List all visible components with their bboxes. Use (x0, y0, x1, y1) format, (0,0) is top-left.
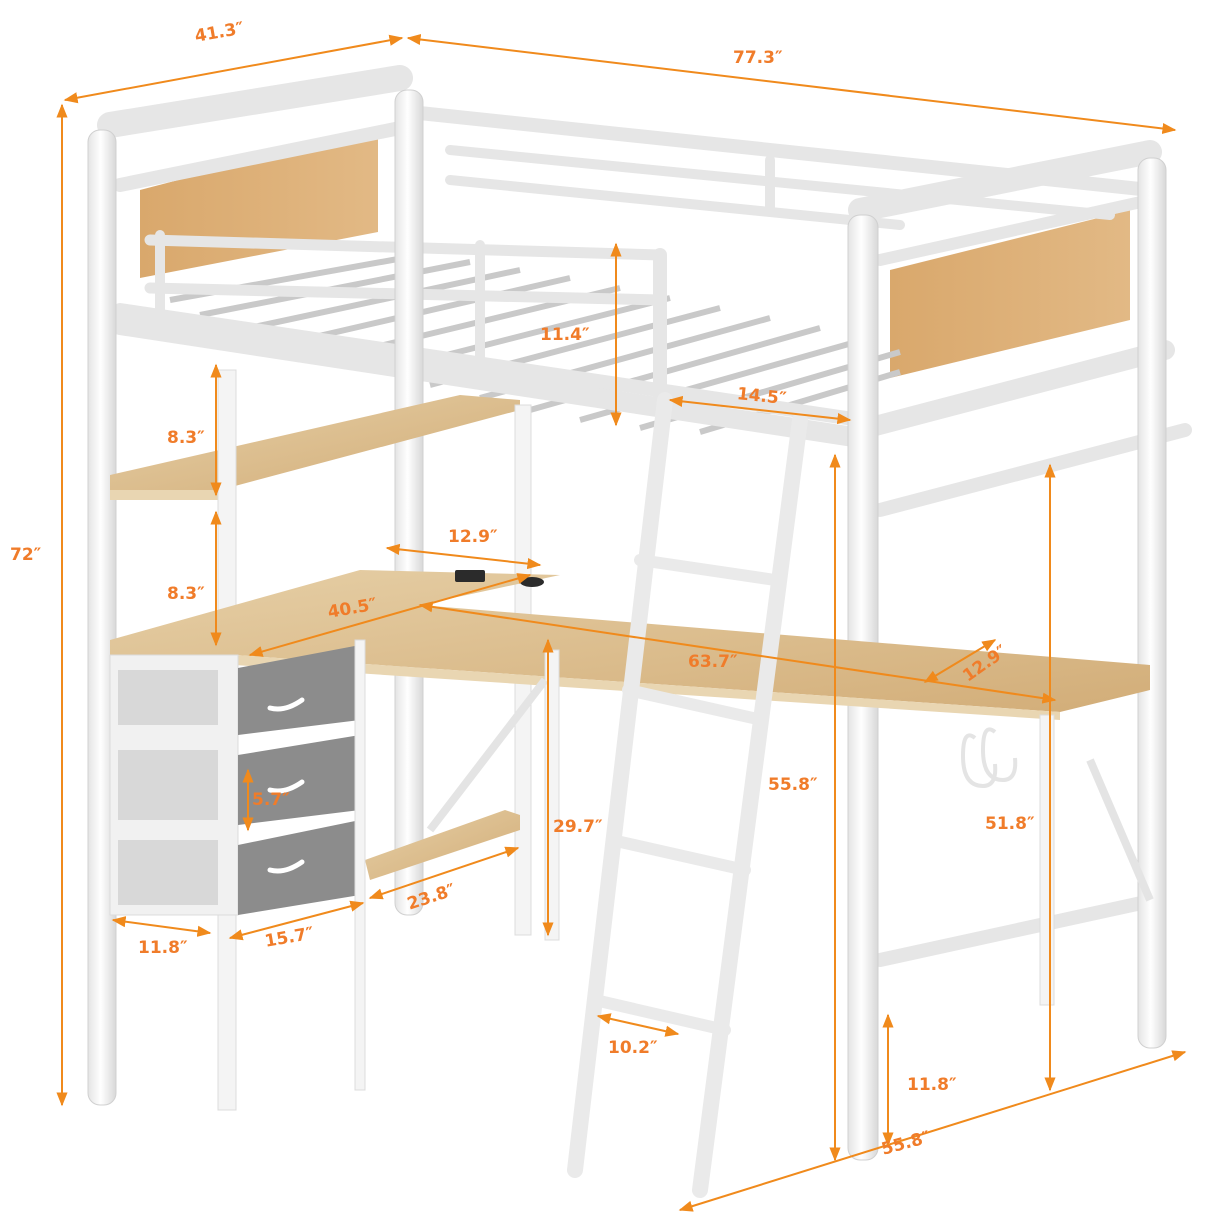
ladder[interactable] (567, 392, 808, 1198)
dim-lower-shelf-gap: 8.3″ (167, 584, 205, 604)
wood-footboard-panel-right (890, 210, 1130, 378)
dim-guardrail-height: 11.4″ (540, 325, 590, 345)
power-outlet-icon (455, 570, 485, 582)
dim-overall-length: 77.3″ (733, 48, 783, 68)
dim-under-bed-clearance-front: 55.8″ (768, 775, 818, 795)
dim-drawer-unit-depth: 11.8″ (138, 938, 188, 958)
dim-upper-shelf-gap: 8.3″ (167, 428, 205, 448)
cable-grommet-icon (520, 577, 544, 587)
drawer-top[interactable] (238, 645, 360, 735)
dimension-lines (56, 33, 1187, 1212)
drawer-bottom[interactable] (238, 820, 360, 915)
dim-under-bed-clearance-side: 51.8″ (985, 814, 1035, 834)
dim-desk-return-depth: 12.9″ (448, 527, 498, 547)
dim-desk-length: 63.7″ (688, 652, 738, 672)
dim-ladder-width: 10.2″ (608, 1038, 658, 1058)
s-hooks (960, 727, 1018, 789)
dim-bottom-rail-height: 11.8″ (907, 1075, 957, 1095)
dim-desk-height: 29.7″ (553, 817, 603, 837)
drawer-unit (109, 639, 366, 1091)
drawer-middle[interactable] (238, 735, 360, 825)
dim-drawer-height: 5.7″ (252, 790, 290, 810)
dim-overall-height: 72″ (10, 545, 42, 565)
